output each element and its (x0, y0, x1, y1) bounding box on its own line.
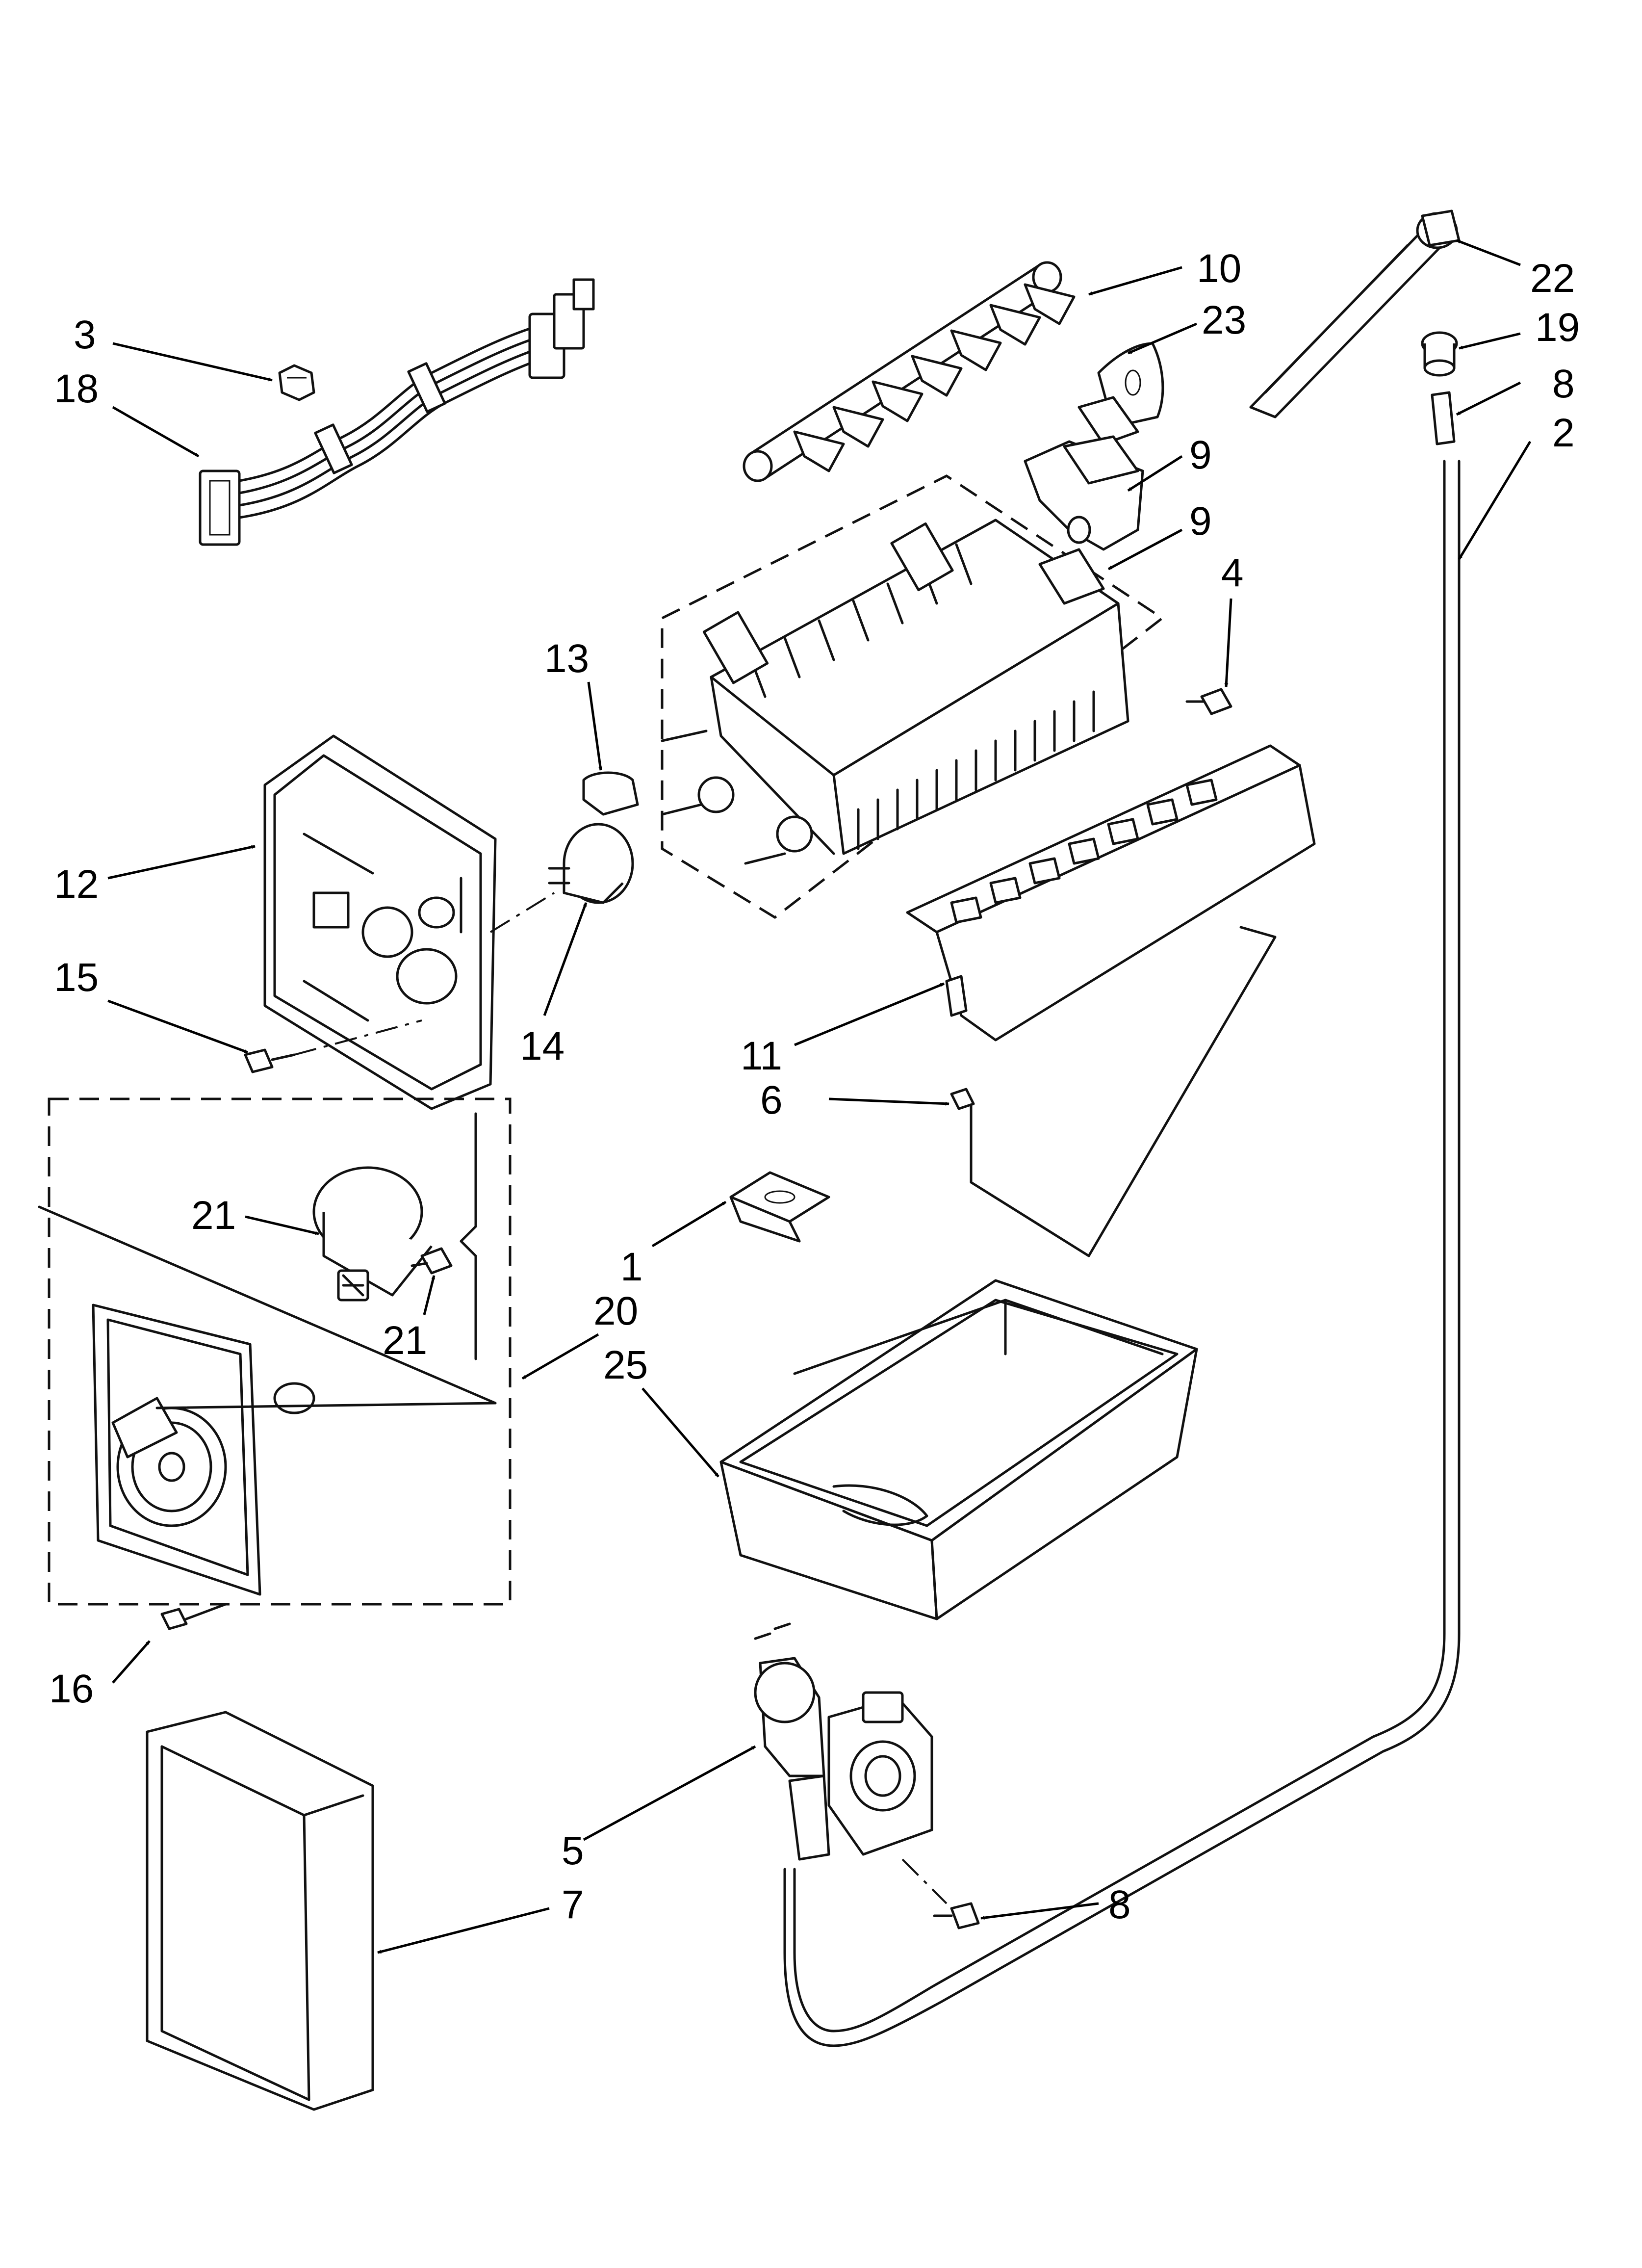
callout-21: 21 (191, 1193, 236, 1238)
callout-5: 5 (562, 1828, 584, 1873)
callout-22: 21 (383, 1318, 427, 1363)
fill-tube[interactable] (1249, 209, 1461, 418)
callout-10: 9 (1189, 433, 1212, 477)
callout-7: 7 (562, 1882, 584, 1927)
ejector-rake[interactable] (743, 261, 1076, 482)
callout-15: 14 (520, 1024, 564, 1069)
tube-nut-8[interactable] (1431, 391, 1456, 445)
callout-25: 25 (603, 1343, 648, 1387)
stripper[interactable] (906, 744, 1316, 1042)
motor-screw-22[interactable] (410, 1247, 453, 1275)
mold-screw-4[interactable] (1185, 688, 1232, 715)
panel-screw-17[interactable] (160, 1603, 227, 1630)
valve-screw-8[interactable] (901, 1858, 980, 1929)
callout-labels: 10 23 9 9 4 22 19 8 2 3 18 13 12 14 15 1… (49, 246, 1580, 1927)
callout-20: 20 (593, 1289, 638, 1333)
ice-bin[interactable] (719, 1279, 1198, 1620)
leader-lines (107, 239, 1532, 1954)
ice-mold[interactable] (661, 474, 1165, 919)
shutoff-arm[interactable] (950, 926, 1277, 1257)
access-cover[interactable] (146, 1711, 374, 2111)
harness-clip[interactable] (278, 364, 315, 401)
callout-9: 9 (1189, 499, 1212, 544)
fill-cup[interactable] (1024, 435, 1144, 551)
callout-11: 10 (1197, 246, 1241, 291)
callout-24: 23 (1202, 298, 1246, 342)
grommet[interactable] (1421, 331, 1458, 377)
callout-16: 15 (54, 955, 99, 1000)
callout-13: 12 (54, 862, 99, 907)
callout-8-bottom: 8 (1108, 1882, 1131, 1927)
callout-4: 4 (1221, 550, 1244, 595)
water-tube[interactable] (783, 460, 1461, 2047)
wire-harness[interactable] (199, 278, 595, 546)
bracket[interactable] (729, 1171, 830, 1243)
water-valve[interactable] (754, 1622, 933, 1861)
callout-2: 2 (1552, 411, 1575, 455)
callout-23: 22 (1530, 256, 1575, 301)
callout-19: 19 (1535, 305, 1580, 350)
callout-3: 3 (74, 313, 96, 357)
thermostat[interactable] (489, 823, 634, 933)
thermostat-clip[interactable] (582, 771, 639, 816)
callout-1: 1 (620, 1245, 643, 1289)
callout-6: 6 (760, 1078, 783, 1122)
callout-14: 13 (544, 636, 589, 681)
callout-17: 16 (49, 1667, 94, 1711)
motor[interactable] (312, 1166, 433, 1302)
callout-12: 11 (741, 1034, 782, 1078)
bearing-insert[interactable] (1078, 342, 1164, 445)
callout-18: 18 (54, 366, 99, 411)
module-and-motor-assembly[interactable] (38, 1097, 512, 1606)
callout-8-top: 8 (1552, 362, 1575, 406)
housing-screw-16[interactable] (244, 1019, 422, 1073)
control-module-housing[interactable] (263, 734, 497, 1110)
